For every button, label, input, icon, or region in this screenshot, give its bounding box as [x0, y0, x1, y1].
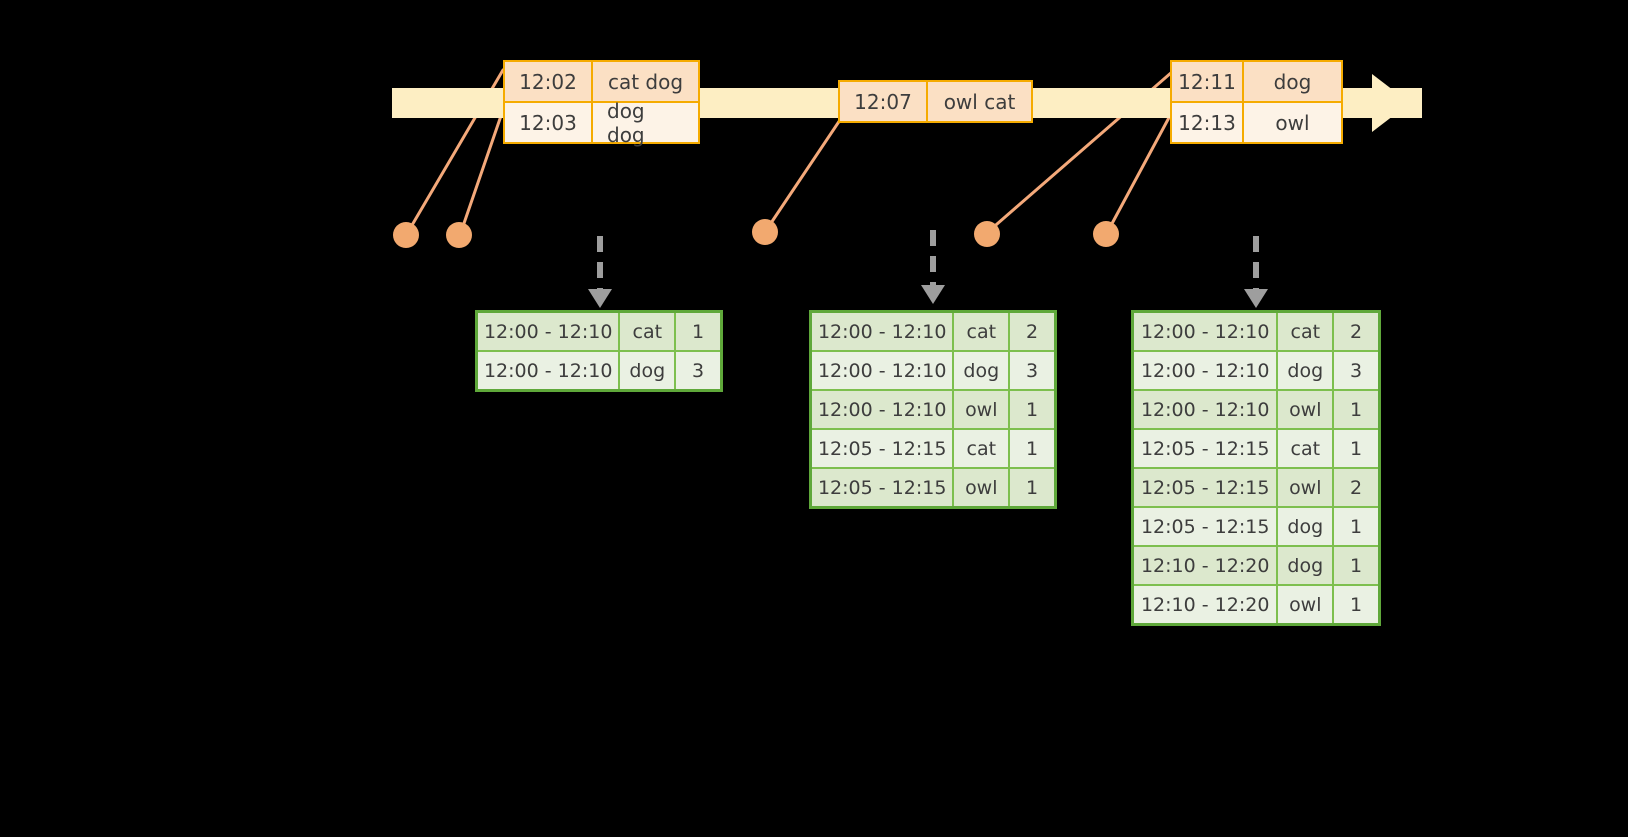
dot-12-13 [1093, 221, 1119, 247]
event-row[interactable]: 12:07 owl cat [840, 82, 1031, 121]
cell-word: dog [620, 352, 677, 389]
event-words: cat dog [593, 62, 698, 101]
cell-count: 1 [1334, 508, 1378, 545]
cell-count: 1 [1010, 430, 1054, 467]
dot-12-03 [446, 222, 472, 248]
cell-word: owl [1278, 391, 1335, 428]
cell-count: 1 [676, 313, 720, 350]
cell-window: 12:00 - 12:10 [812, 391, 955, 428]
cell-window: 12:00 - 12:10 [1134, 391, 1279, 428]
cell-window: 12:05 - 12:15 [1134, 508, 1279, 545]
event-words: owl [1275, 110, 1310, 135]
cell-count: 1 [1334, 391, 1378, 428]
flow-arrowhead-3 [1244, 289, 1268, 308]
cell-word: cat [1278, 430, 1335, 467]
connector-line-12-13 [1106, 110, 1174, 233]
cell-window: 12:05 - 12:15 [812, 469, 955, 506]
cell-count: 3 [1334, 352, 1378, 389]
cell-word: cat [620, 313, 677, 350]
cell-count: 2 [1010, 313, 1054, 350]
cell-window: 12:05 - 12:15 [1134, 430, 1279, 467]
cell-word: dog [1278, 547, 1335, 584]
event-box-3[interactable]: 12:11 dog 12:13 owl [1170, 60, 1343, 144]
event-row[interactable]: 12:02 cat dog [505, 62, 698, 101]
flow-arrowhead-1 [588, 289, 612, 308]
connector-line-12-03 [459, 108, 505, 234]
cell-window: 12:10 - 12:20 [1134, 586, 1279, 623]
cell-count: 1 [1010, 391, 1054, 428]
event-words: dog dog [607, 98, 645, 147]
connector-line-12-07 [765, 118, 842, 231]
event-time: 12:13 [1172, 103, 1244, 142]
connector-dot-group [393, 219, 1119, 248]
cell-word: dog [1278, 508, 1335, 545]
cell-window: 12:05 - 12:15 [1134, 469, 1279, 506]
cell-count: 2 [1334, 469, 1378, 506]
cell-count: 3 [1010, 352, 1054, 389]
dot-12-02 [393, 222, 419, 248]
event-time: 12:03 [505, 103, 593, 142]
event-box-1[interactable]: 12:02 cat dog 12:03 dog dog [503, 60, 700, 147]
cell-count: 3 [676, 352, 720, 389]
event-row[interactable]: 12:03 dog dog [505, 98, 698, 147]
cell-word: cat [954, 430, 1011, 467]
cell-word: cat [1278, 313, 1335, 350]
event-time: 12:07 [840, 82, 928, 121]
flow-arrowhead-2 [921, 285, 945, 304]
event-row[interactable]: 12:11 dog [1172, 62, 1341, 101]
cell-word: owl [954, 391, 1011, 428]
cell-window: 12:10 - 12:20 [1134, 547, 1279, 584]
cell-window: 12:00 - 12:10 [1134, 313, 1279, 350]
cell-word: dog [1278, 352, 1335, 389]
event-box-2[interactable]: 12:07 owl cat [838, 80, 1033, 123]
event-words: dog [1244, 62, 1341, 101]
cell-count: 2 [1334, 313, 1378, 350]
cell-word: owl [1278, 586, 1335, 623]
cell-window: 12:00 - 12:10 [812, 352, 955, 389]
event-time: 12:11 [1172, 62, 1244, 101]
cell-word: cat [954, 313, 1011, 350]
dot-12-11 [974, 221, 1000, 247]
event-row[interactable]: 12:13 owl [1172, 101, 1341, 142]
cell-count: 1 [1334, 430, 1378, 467]
cell-count: 1 [1334, 547, 1378, 584]
dot-12-07 [752, 219, 778, 245]
cell-word: dog [954, 352, 1011, 389]
cell-window: 12:00 - 12:10 [478, 352, 621, 389]
event-time: 12:02 [505, 62, 593, 101]
cell-window: 12:05 - 12:15 [812, 430, 955, 467]
cell-count: 1 [1010, 469, 1054, 506]
cell-window: 12:00 - 12:10 [812, 313, 955, 350]
cell-count: 1 [1334, 586, 1378, 623]
cell-window: 12:00 - 12:10 [1134, 352, 1279, 389]
cell-window: 12:00 - 12:10 [478, 313, 621, 350]
cell-word: owl [1278, 469, 1335, 506]
cell-word: owl [954, 469, 1011, 506]
event-words: owl cat [928, 82, 1031, 121]
